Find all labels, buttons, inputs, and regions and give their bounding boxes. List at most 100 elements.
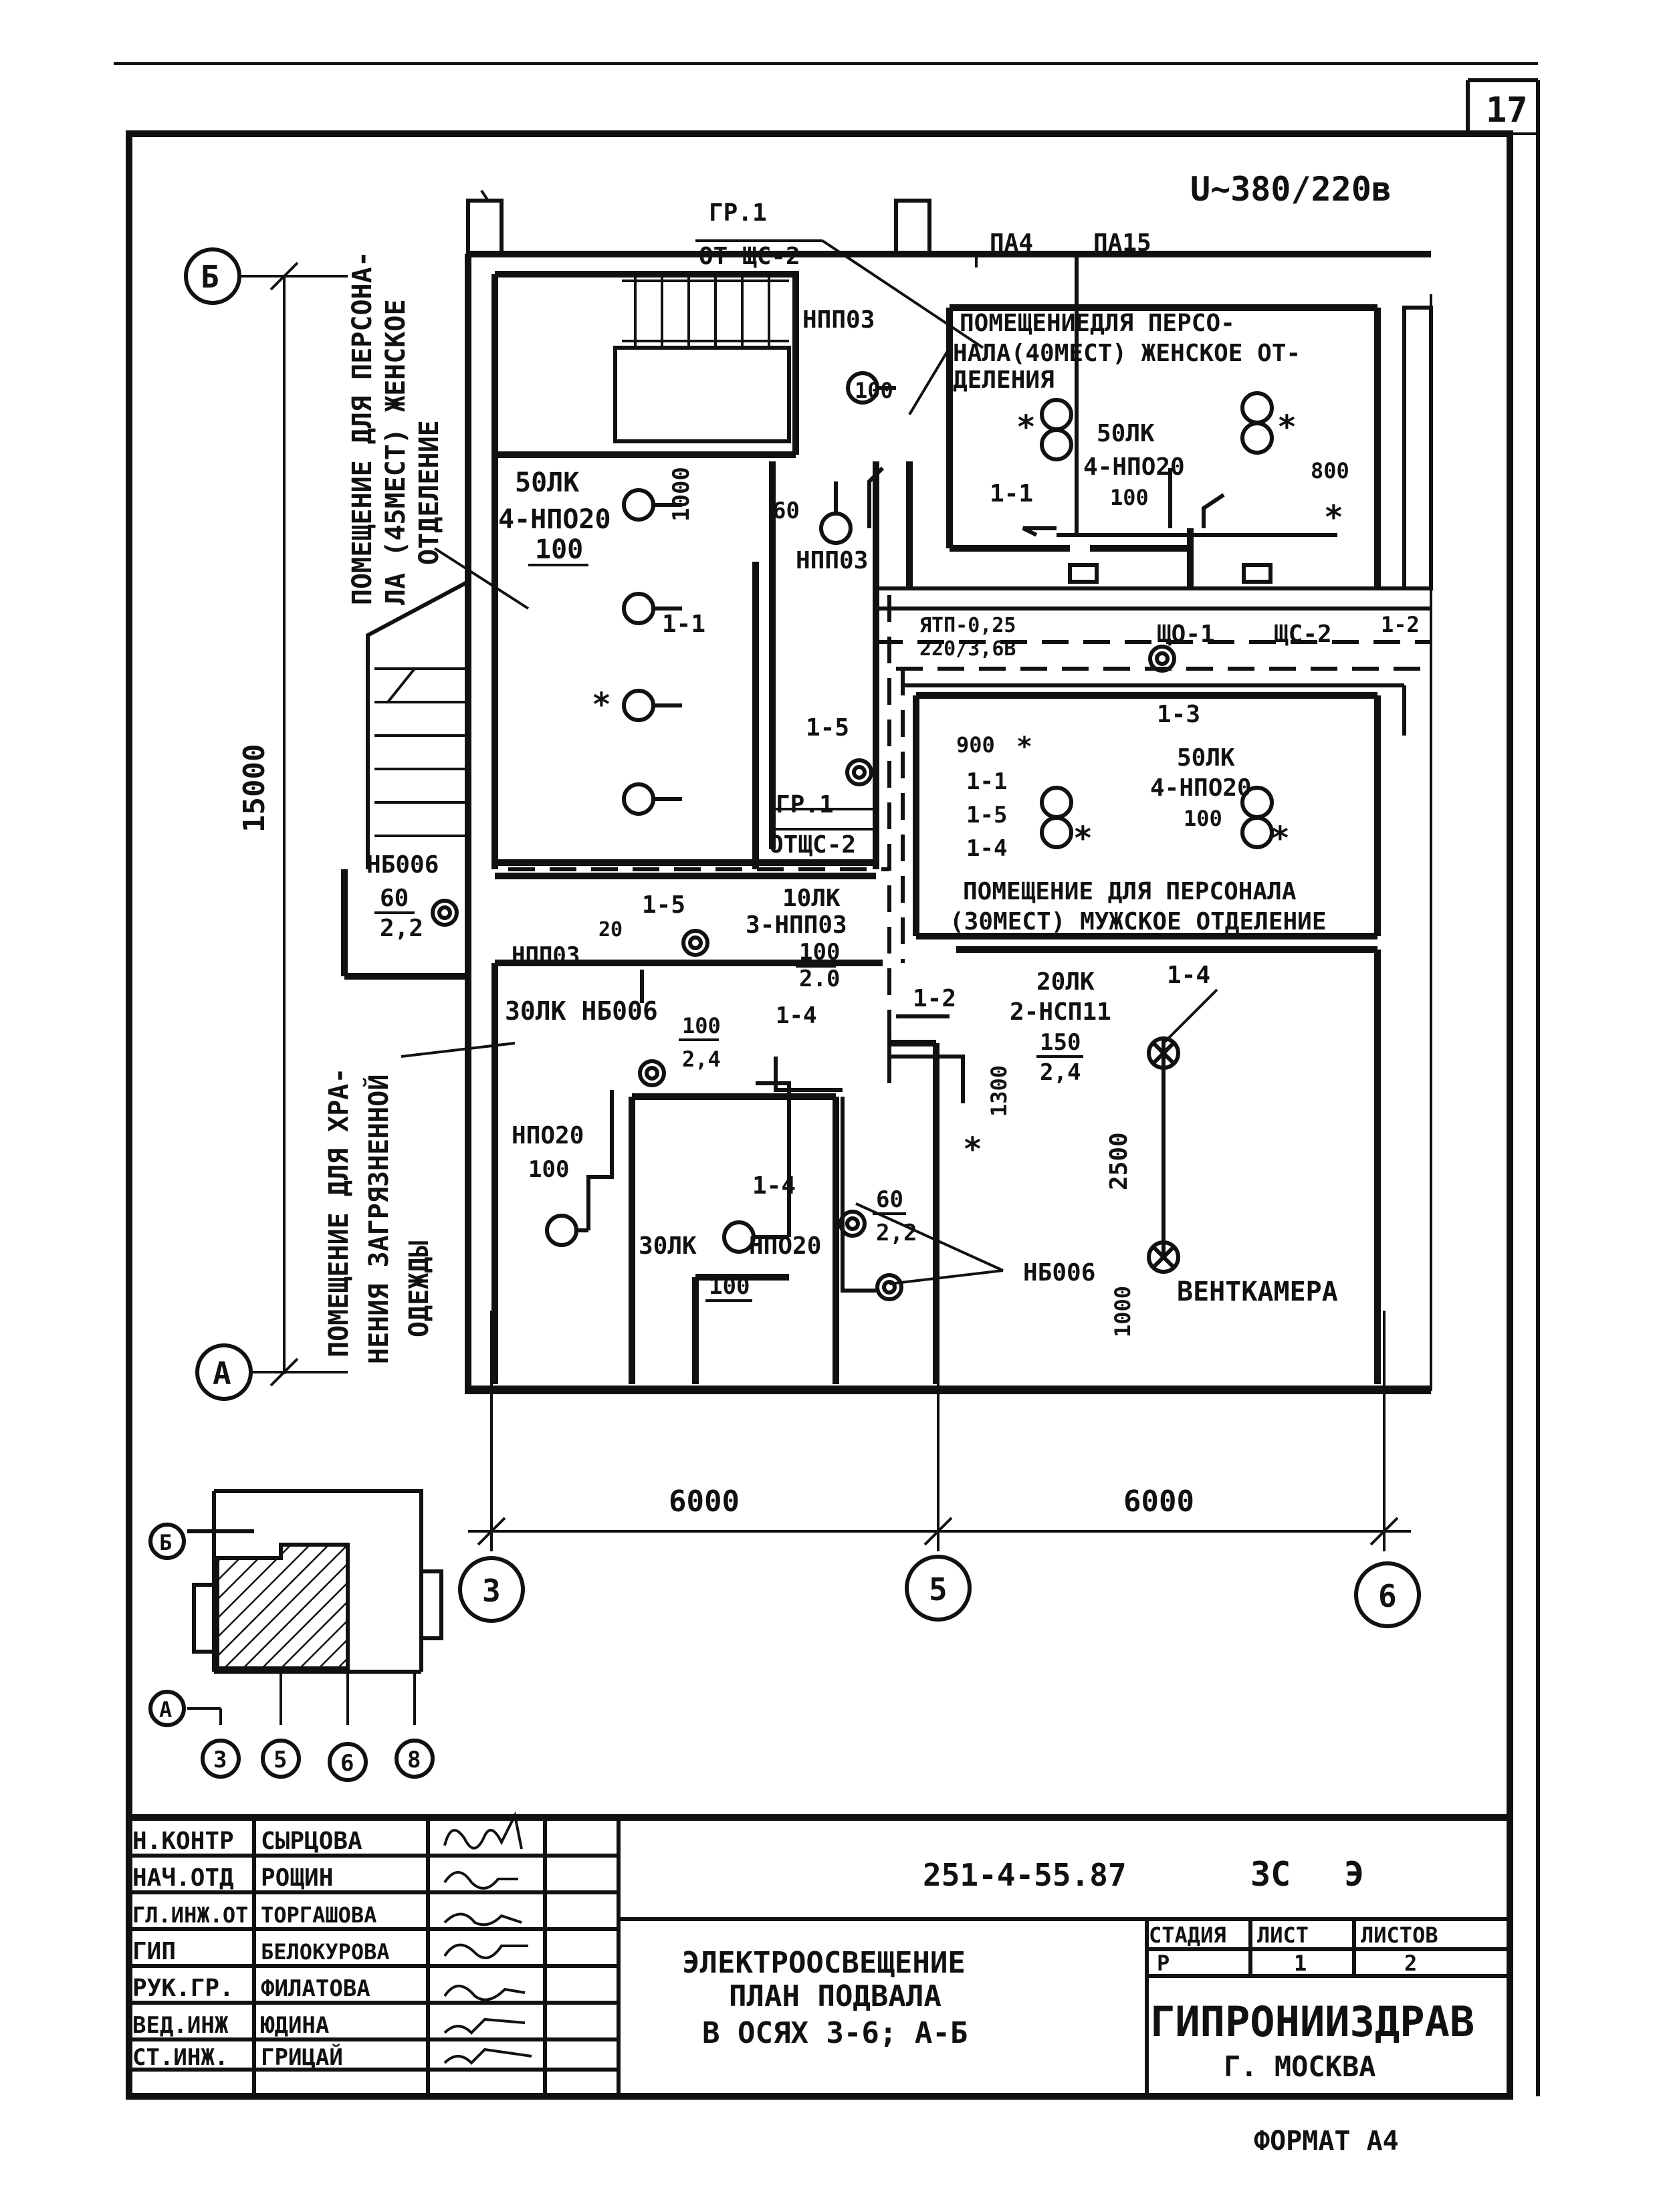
tb-title-line3: В ОСЯХ 3-6; А-Б bbox=[702, 2016, 968, 2050]
key-label-6: 6 bbox=[340, 1750, 354, 1777]
crossed-lamp-icon bbox=[1147, 1240, 1180, 1274]
label-pa15: ПА15 bbox=[1093, 229, 1151, 257]
emergency-mark: * bbox=[1324, 499, 1343, 536]
label-gr1-b: ГР.1 bbox=[776, 791, 834, 818]
label-ytp: ЯТП-0,25 bbox=[919, 614, 1016, 637]
tb-mark: ЗС bbox=[1250, 1855, 1291, 1894]
dim-span-3-5: 6000 bbox=[669, 1484, 740, 1519]
label-4npo20: 4-НПО20 bbox=[498, 504, 611, 535]
key-axis-a bbox=[148, 1690, 186, 1727]
tb-name-6: ГРИЦАЙ bbox=[261, 2043, 343, 2071]
tb-doc-code: 251-4-55.87 bbox=[923, 1857, 1127, 1893]
label-100-b: 100 bbox=[799, 939, 840, 966]
lamp-icon bbox=[1240, 391, 1274, 425]
axis-bubble-5 bbox=[905, 1555, 972, 1622]
tb-stage-header: СТАДИЯ bbox=[1149, 1922, 1226, 1948]
label-npp03-val: 100 bbox=[855, 378, 893, 403]
lamp-icon bbox=[1040, 786, 1073, 819]
label-npp03-c: НПП03 bbox=[512, 942, 580, 969]
tb-name-4: ФИЛАТОВА bbox=[261, 1975, 370, 2002]
title-block bbox=[129, 1811, 1510, 2096]
label-50lk-w40: 50ЛК bbox=[1097, 420, 1155, 447]
label-line-1-1-w40: 1-1 bbox=[990, 480, 1033, 508]
label-nb006-val2: 2,2 bbox=[380, 915, 423, 942]
tb-role-5: ВЕД.ИНЖ bbox=[132, 2012, 229, 2039]
label-2nsp11: 2-НСП11 bbox=[1010, 998, 1111, 1026]
key-label-3: 3 bbox=[213, 1747, 227, 1773]
key-label-b: Б bbox=[159, 1530, 172, 1555]
tb-sheets-header: ЛИСТОВ bbox=[1361, 1922, 1438, 1948]
label-pa4: ПА4 bbox=[990, 229, 1033, 257]
panel-icon bbox=[1242, 563, 1273, 584]
label-line-1-4-c: 1-4 bbox=[776, 1002, 816, 1029]
key-plan: Б А 3 5 6 8 bbox=[148, 1489, 443, 1782]
tb-role-4: РУК.ГР. bbox=[132, 1975, 234, 2002]
lamp-icon bbox=[622, 689, 655, 722]
tb-name-5: ЮДИНА bbox=[261, 2012, 329, 2039]
lamp-icon bbox=[622, 488, 655, 522]
tb-role-6: СТ.ИНЖ. bbox=[132, 2044, 228, 2071]
tb-name-3: БЕЛОКУРОВА bbox=[261, 1939, 390, 1965]
lamp-icon bbox=[1240, 816, 1274, 849]
room-labels: ПОМЕЩЕНИЕ ДЛЯ ПЕРСОНА- ЛА (45МЕСТ) ЖЕНСК… bbox=[324, 251, 1338, 1364]
tb-sheet: 1 bbox=[1294, 1951, 1307, 1976]
key-axis-6 bbox=[328, 1742, 368, 1782]
crossed-lamp-icon bbox=[1147, 1036, 1180, 1070]
label-line-1-3: 1-3 bbox=[1157, 701, 1200, 728]
label-line-1-4-d: 1-4 bbox=[752, 1172, 796, 1200]
tb-city: Г. МОСКВА bbox=[1224, 2050, 1376, 2083]
label-30lk-b: 30ЛК bbox=[639, 1232, 697, 1260]
emergency-mark: * bbox=[963, 1131, 982, 1168]
ceiling-light-icon bbox=[845, 758, 873, 786]
light-fixtures: * * * * * * * * bbox=[431, 371, 1343, 1301]
axis-bubble-3 bbox=[458, 1556, 525, 1623]
label-2-4-c: 2,4 bbox=[682, 1046, 721, 1072]
dim-span-5-6: 6000 bbox=[1123, 1484, 1194, 1519]
room-women40-l3: ДЕЛЕНИЯ bbox=[953, 366, 1055, 394]
label-dim-900: 900 bbox=[956, 732, 995, 758]
label-100-men: 100 bbox=[1184, 806, 1222, 831]
label-nb006: НБ006 bbox=[366, 851, 439, 879]
format-label: ФОРМАТ А4 bbox=[1254, 2126, 1399, 2156]
axis-label-b: Б bbox=[201, 259, 219, 295]
label-50lk: 50ЛК bbox=[515, 467, 579, 498]
tb-title-line1: ЭЛЕКТРООСВЕЩЕНИЕ bbox=[682, 1946, 966, 1980]
label-dim-1000-b: 1000 bbox=[1110, 1286, 1135, 1337]
ceiling-light-icon bbox=[875, 1273, 903, 1301]
label-line-1-5-b: 1-5 bbox=[642, 891, 685, 919]
label-2-4-vent: 2,4 bbox=[1040, 1059, 1081, 1086]
label-npo20-a: НПО20 bbox=[512, 1122, 584, 1149]
label-dim-1000: 1000 bbox=[668, 467, 695, 522]
tb-sheets: 2 bbox=[1404, 1951, 1417, 1976]
emergency-mark: * bbox=[1277, 409, 1297, 446]
tb-org: ГИПРОНИИЗДРАВ bbox=[1150, 1997, 1474, 2046]
label-nb006-val1: 60 bbox=[380, 885, 409, 912]
key-axis-3 bbox=[201, 1739, 241, 1779]
emergency-mark: * bbox=[592, 686, 611, 724]
title-block-text: Н.КОНТР НАЧ.ОТД ГЛ.ИНЖ.ОТ ГИП РУК.ГР. ВЕ… bbox=[132, 1828, 1474, 2083]
label-4npo20-men: 4-НПО20 bbox=[1150, 774, 1252, 802]
label-100: 100 bbox=[535, 534, 583, 565]
label-line-1-4-vent: 1-4 bbox=[1167, 962, 1210, 989]
label-nb006-b: НБ006 bbox=[1023, 1259, 1095, 1287]
dim-total-vertical: 15000 bbox=[237, 744, 271, 833]
label-100-c: 100 bbox=[682, 1013, 721, 1038]
key-axis-b bbox=[148, 1523, 186, 1560]
tb-mark2: Э bbox=[1344, 1855, 1364, 1894]
room-men30-l1: ПОМЕЩЕНИЕ ДЛЯ ПЕРСОНАЛА bbox=[963, 878, 1297, 905]
label-line-1-2-mid: 1-2 bbox=[913, 985, 956, 1012]
lamp-icon bbox=[1040, 398, 1073, 431]
label-line-1-5: 1-5 bbox=[806, 714, 849, 742]
label-sho1: ЩО-1 bbox=[1157, 621, 1215, 648]
tb-role-1: НАЧ.ОТД bbox=[132, 1864, 234, 1892]
label-dim-800: 800 bbox=[1311, 458, 1349, 483]
label-shs2: ЩС-2 bbox=[1274, 621, 1332, 648]
label-20lk: 20ЛК bbox=[1036, 968, 1095, 996]
lamp-icon bbox=[622, 592, 655, 625]
room-women45-l1: ПОМЕЩЕНИЕ ДЛЯ ПЕРСОНА- bbox=[347, 251, 378, 605]
room-dirty-l3: ОДЕЖДЫ bbox=[404, 1241, 435, 1338]
label-otshs2: ОТЩС-2 bbox=[769, 831, 856, 859]
page-number: 17 bbox=[1486, 90, 1528, 130]
plan-labels: ГР.1 ОТ ЩС-2 ПА4 ПА15 НПП03 100 50ЛК 4-Н… bbox=[366, 199, 1420, 1337]
